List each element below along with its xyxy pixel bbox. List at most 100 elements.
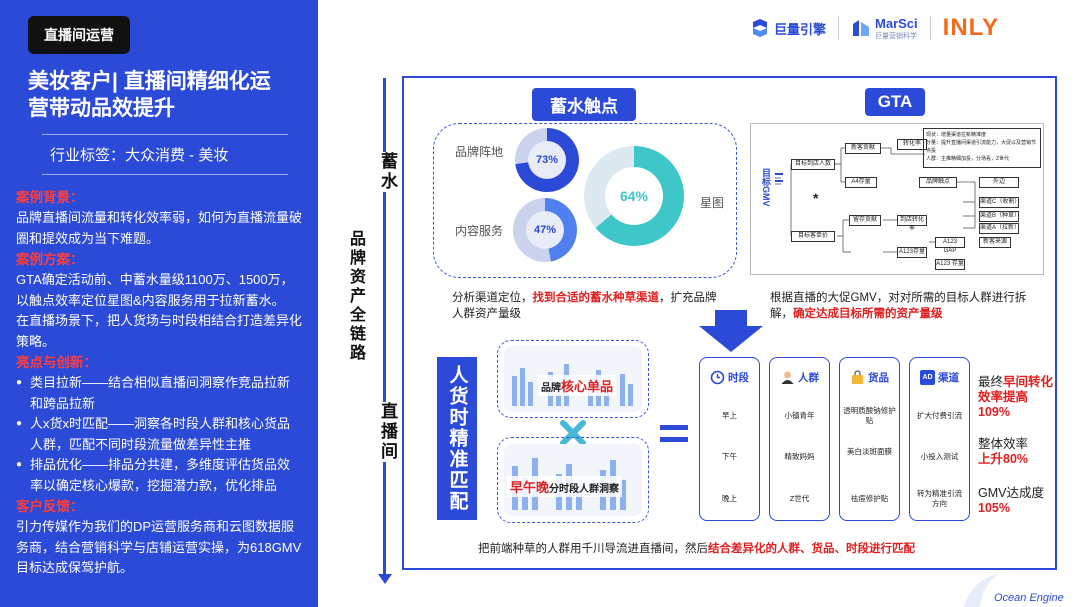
content-label: 内容服务 <box>455 224 504 238</box>
touch-title: 蓄水触点 <box>532 88 636 121</box>
gta-node: 渠道C（收割） <box>979 197 1020 208</box>
juliang-logo: 巨量引擎 <box>750 18 826 38</box>
list-item: 排品优化——排品分共建，多维度评估货品效率以确定核心爆款，挖掘潜力款，优化排品 <box>16 455 302 496</box>
industry-label: 行业标签：大众消费 - 美妆 <box>50 147 229 164</box>
star-pct: 64% <box>605 167 663 225</box>
touch-desc-text: 分析渠道定位， <box>452 292 533 304</box>
list-item: 人x货x时匹配——洞察各时段人群和核心货品人群，匹配不同时段流量做差异性主推 <box>16 414 302 455</box>
touch-desc-highlight: 找到合适的蓄水种草渠道 <box>532 292 660 304</box>
plan-title: 案例方案： <box>16 252 84 267</box>
axis-label-top: 蓄水 <box>375 152 400 192</box>
person-icon <box>780 370 795 385</box>
timeline-arrow-icon <box>378 574 392 584</box>
content-donut: 47% <box>513 198 577 262</box>
card-channel: AD 渠道 扩大付费引流 小投入测试 转为精准引流方向 <box>909 357 970 521</box>
card-title: 时段 <box>728 371 749 384</box>
case-details: 案例背景： 品牌直播间流量和转化效率弱，如何为直播流量破圈和提效成为当下难题。 … <box>16 187 302 579</box>
product-chart-caption: 品牌核心单品 <box>538 375 617 396</box>
axis-label-middle: 品牌资产全链路 <box>347 230 364 363</box>
result-value: 早间转化效率提高109% <box>978 375 1054 419</box>
gta-node: A123 存量 <box>935 259 965 270</box>
match-title: 人货时精准匹配 <box>437 357 477 520</box>
gta-node: A123存量 <box>897 247 927 258</box>
gta-node: 新客贡献 <box>845 143 881 154</box>
chart2-box <box>497 437 649 523</box>
content-pct: 47% <box>526 211 564 249</box>
marsci-mark-icon <box>853 20 870 36</box>
plan-text-1: GTA确定活动前、中蓄水量级1100万、1500万，以触点效率定位星图&内容服务… <box>16 272 294 308</box>
card-header: 人群 <box>770 358 829 396</box>
card-header: 时段 <box>700 358 759 396</box>
gta-node: 品牌触点 <box>919 177 957 188</box>
result-item: 最终早间转化效率提高109% <box>978 375 1054 420</box>
gta-description: 根据直播的大促GMV，对对所需的目标人群进行拆解，确定达成目标所需的资产量级 <box>770 290 1040 322</box>
match-desc-text: 把前端种草的人群用千川导流进直播间，然后 <box>478 543 708 555</box>
card-header: 货品 <box>840 358 899 396</box>
background-title: 案例背景： <box>16 190 84 205</box>
caption-text: 品牌 <box>541 383 561 394</box>
ocean-wave-icon <box>964 574 998 607</box>
card-product: 货品 透明质酸钠修护贴 美白淡斑面膜 祛痘修护贴 <box>839 357 900 521</box>
card-item: 透明质酸钠修护贴 <box>843 406 896 425</box>
caption-highlight: 早午晚 <box>510 480 550 495</box>
brand-pct: 73% <box>528 141 566 179</box>
card-header: AD 渠道 <box>910 358 969 396</box>
gta-node: A4存量 <box>845 177 877 188</box>
result-label: GMV达成度 <box>978 486 1044 500</box>
plan-text-2: 在直播场景下，把人货场与时段相结合打造差异化策略。 <box>16 313 303 349</box>
axis-label-bottom: 直播间 <box>375 402 400 462</box>
multiply-icon: * <box>813 190 819 206</box>
card-item: 小投入测试 <box>920 452 959 461</box>
equals-icon <box>660 437 688 442</box>
gta-tree: 目标GMV * 目标到店人数 新客贡献 A4存量 转化率 到店转化率 留存贡献 … <box>750 123 1044 275</box>
card-item: 精致妈妈 <box>784 452 815 461</box>
background-text: 品牌直播间流量和转化效率弱，如何为直播流量破圈和提效成为当下难题。 <box>16 210 303 246</box>
marsci-subtitle: 巨量营销科学 <box>875 32 918 40</box>
result-item: GMV达成度 105% <box>978 486 1054 516</box>
gta-node: A123 GAP <box>935 237 965 254</box>
result-label: 整体效率 <box>978 437 1029 451</box>
divider <box>42 174 288 175</box>
gta-node: 目标客单价 <box>791 231 835 242</box>
card-item: 扩大付费引流 <box>917 411 962 420</box>
gta-title: GTA <box>865 88 925 116</box>
gta-root: 目标GMV <box>761 168 771 207</box>
result-label: 最终 <box>978 375 1004 389</box>
caption-highlight: 核心单品 <box>561 379 614 394</box>
caption-text: 分时段人群洞察 <box>549 484 620 495</box>
gta-node: 转化率 <box>897 139 927 150</box>
touch-description: 分析渠道定位，找到合适的蓄水种草渠道，扩充品牌人群资产量级 <box>452 290 722 322</box>
card-title: 人群 <box>798 371 819 384</box>
case-headline: 美妆客户| 直播间精细化运营带动品效提升 <box>28 70 271 120</box>
result-value: 上升80% <box>978 452 1029 466</box>
card-item: 美白淡斑面膜 <box>847 447 892 456</box>
gta-node: 渠道A（拉新） <box>979 223 1020 234</box>
equals-icon <box>660 425 688 430</box>
highlight-list: 类目拉新——结合相似直播间洞察作竞品拉新和跨品拉新 人x货x时匹配——洞察各时段… <box>16 373 302 496</box>
timeline-axis <box>383 78 386 576</box>
gta-node: 到店转化率 <box>897 215 927 232</box>
list-item: 类目拉新——结合相似直播间洞察作竞品拉新和跨品拉新 <box>16 373 302 414</box>
card-item: 祛痘修护贴 <box>850 494 889 503</box>
gta-node: 目标到店人数 <box>791 159 835 170</box>
card-item: 转为精准引流方向 <box>917 489 962 508</box>
brand-label: 品牌阵地 <box>455 145 504 159</box>
divider <box>42 134 288 135</box>
bag-icon <box>850 369 865 385</box>
down-arrow-icon <box>699 310 763 352</box>
content-frame <box>402 76 1057 570</box>
time-chart-caption: 早午晚分时段人群洞察 <box>507 476 623 497</box>
touch-box <box>433 123 737 278</box>
cross-icon <box>560 420 586 446</box>
card-item: 早上 <box>722 411 737 420</box>
star-label: 星图 <box>700 196 725 210</box>
result-item: 整体效率 上升80% <box>978 437 1054 467</box>
gta-desc-highlight: 确定达成目标所需的资产量级 <box>793 308 943 320</box>
logo-divider <box>838 16 840 40</box>
marsci-logo: MarSci 巨量营销科学 <box>851 16 918 41</box>
gta-node: 留存贡献 <box>849 215 881 226</box>
ocean-engine-brand: Ocean Engine <box>994 592 1064 604</box>
card-audience: 人群 小镇青年 精致妈妈 Z世代 <box>769 357 830 521</box>
gta-node: 外边 <box>979 177 1019 188</box>
match-description: 把前端种草的人群用千川导流进直播间，然后结合差异化的人群、货品、时段进行匹配 <box>478 541 1038 557</box>
